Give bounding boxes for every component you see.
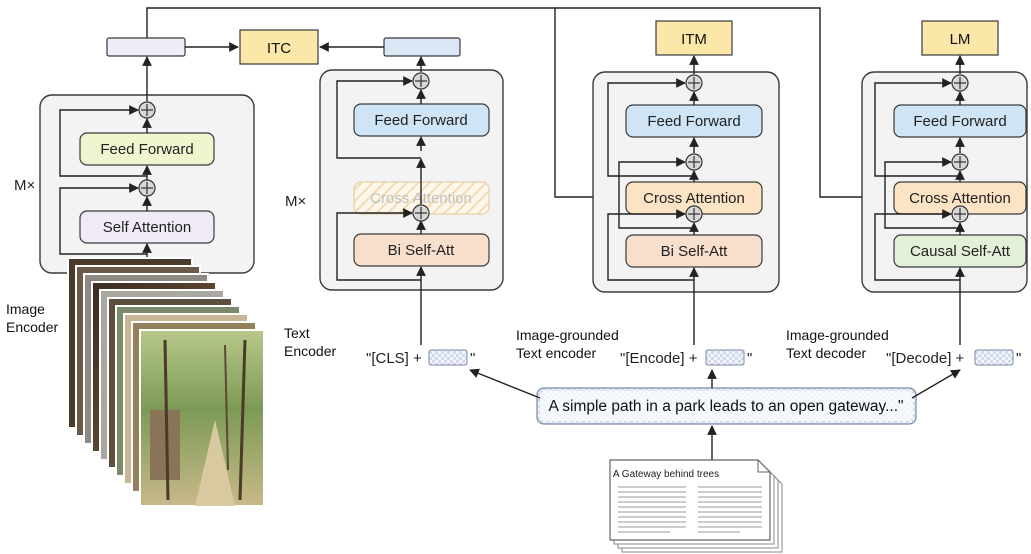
- lm-label: LM: [950, 31, 971, 48]
- document-body-lines: [618, 486, 762, 533]
- text-encoder-label-line1: Text: [284, 325, 310, 341]
- text-feature-bar: [383, 37, 461, 57]
- itc-label: ITC: [267, 40, 291, 57]
- grounded-decoder-causal-self-att-label: Causal Self-Att: [910, 243, 1011, 260]
- grounded-encoder-bi-self-att-label: Bi Self-Att: [661, 243, 729, 260]
- image-grounded-text-decoder: Feed Forward Cross Attention Causal Self…: [861, 55, 1028, 345]
- image-residual-add-icon: [138, 179, 156, 197]
- encode-token-close-quote: ": [747, 350, 752, 367]
- top-connections: [146, 7, 875, 202]
- input-image-stack: [67, 257, 265, 507]
- document-title: A Gateway behind trees: [613, 469, 719, 480]
- text-residual-add-icon: [412, 204, 430, 222]
- text-encoder-repeat-label: M×: [285, 193, 306, 210]
- cls-token-input: "[CLS] +: [366, 350, 422, 367]
- grounded-decoder-token-box: [974, 349, 1014, 366]
- itm-label: ITM: [681, 31, 707, 48]
- grounded-encoder-label-line1: Image-grounded: [516, 327, 619, 343]
- itc-head: [239, 29, 319, 65]
- document-page: [609, 459, 771, 541]
- text-encoder: Feed Forward Cross Attention Bi Self-Att: [319, 56, 504, 345]
- image-encoder-label-line2: Encoder: [6, 319, 58, 335]
- cls-token-close-quote: ": [470, 350, 475, 367]
- text-bi-self-att-label: Bi Self-Att: [388, 242, 456, 259]
- grounded-decoder-residual-add-icon: [951, 74, 969, 92]
- image-feed-forward-label: Feed Forward: [100, 141, 193, 158]
- itm-head: [655, 20, 733, 56]
- grounded-encoder-residual-add-icon: [685, 153, 703, 171]
- text-residual-add-icon: [412, 72, 430, 90]
- lm-head: [921, 20, 999, 56]
- grounded-encoder-token-box: [705, 349, 745, 366]
- decode-token-input: "[Decode] +: [886, 350, 965, 367]
- grounded-encoder-residual-add-icon: [685, 205, 703, 223]
- grounded-decoder-residual-add-icon: [951, 205, 969, 223]
- grounded-encoder-label-line2: Text encoder: [516, 345, 596, 361]
- text-feed-forward-label: Feed Forward: [374, 112, 467, 129]
- grounded-decoder-label-line2: Text decoder: [786, 345, 866, 361]
- image-encoder-label-line1: Image: [6, 301, 45, 317]
- image-self-attention-label: Self Attention: [103, 219, 191, 236]
- grounded-decoder-label-line1: Image-grounded: [786, 327, 889, 343]
- grounded-decoder-cross-attention-label: Cross Attention: [909, 190, 1011, 207]
- grounded-encoder-cross-attention-label: Cross Attention: [643, 190, 745, 207]
- grounded-decoder-residual-add-icon: [951, 153, 969, 171]
- encode-token-input: "[Encode] +: [620, 350, 698, 367]
- image-encoder-repeat-label: M×: [14, 177, 35, 194]
- image-residual-add-icon: [138, 101, 156, 119]
- grounded-decoder-feed-forward-label: Feed Forward: [913, 113, 1006, 130]
- text-encoder-label-line2: Encoder: [284, 343, 336, 359]
- caption-text: A simple path in a park leads to an open…: [548, 398, 903, 415]
- decode-token-close-quote: ": [1016, 350, 1021, 367]
- image-feature-bar: [106, 37, 186, 57]
- grounded-encoder-feed-forward-label: Feed Forward: [647, 113, 740, 130]
- text-token-box: [428, 349, 468, 366]
- source-document-stack: A Gateway behind trees: [609, 459, 783, 553]
- grounded-encoder-residual-add-icon: [685, 74, 703, 92]
- image-grounded-text-encoder: Feed Forward Cross Attention Bi Self-Att: [592, 55, 780, 345]
